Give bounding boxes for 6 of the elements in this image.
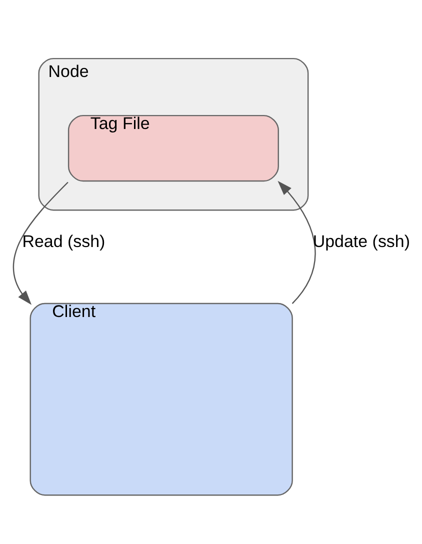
- edge-label: Read (ssh): [22, 232, 106, 251]
- node-box: Tag File: [68, 114, 279, 182]
- arrow: [278, 180, 316, 304]
- node-box: Client: [30, 302, 293, 496]
- arrow: [12, 182, 68, 305]
- edge-label: Update (ssh): [312, 232, 410, 251]
